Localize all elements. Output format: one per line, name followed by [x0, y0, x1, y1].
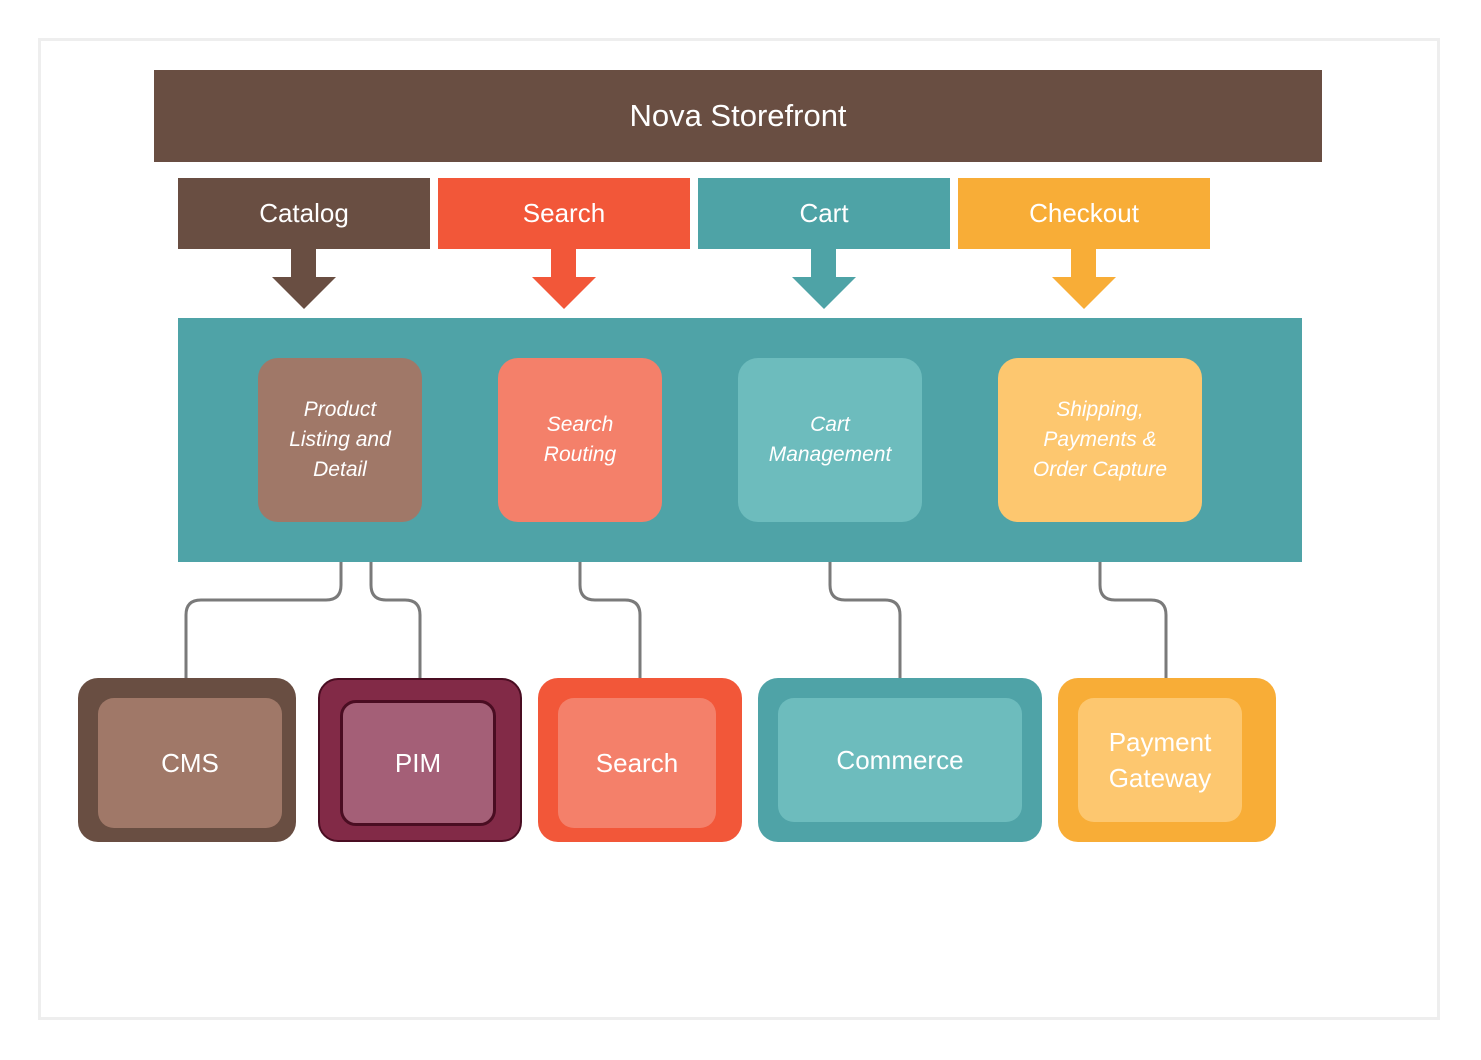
connector-routing-to-search [578, 520, 642, 680]
module-product-listing-label: Product Listing and Detail [289, 398, 391, 481]
cart-down-arrow [792, 249, 856, 309]
system-pim-inner: PIM [340, 700, 496, 826]
system-cms-label: CMS [161, 748, 219, 778]
tab-catalog: Catalog [178, 178, 430, 249]
connector-product-to-cms [184, 520, 343, 680]
module-shipping-payments: Shipping, Payments & Order Capture [998, 358, 1202, 522]
connector-shipping-to-payment [1098, 520, 1168, 680]
system-payment-gateway-inner: Payment Gateway [1078, 698, 1242, 822]
connector-product-to-pim [369, 520, 422, 680]
system-cms-inner: CMS [98, 698, 282, 828]
connector-cart-to-commerce [828, 520, 902, 680]
search-down-arrow [532, 249, 596, 309]
tab-checkout-label: Checkout [1029, 198, 1139, 228]
module-search-routing: Search Routing [498, 358, 662, 522]
system-pim-label: PIM [394, 748, 442, 778]
banner-title: Nova Storefront [629, 98, 847, 133]
module-shipping-payments-label: Shipping, Payments & Order Capture [1032, 398, 1168, 481]
system-search: Search [538, 678, 742, 842]
system-commerce-label: Commerce [836, 745, 964, 775]
system-cms: CMS [78, 678, 296, 842]
tab-search: Search [438, 178, 690, 249]
diagram-frame [38, 38, 1440, 1020]
system-search-inner: Search [558, 698, 716, 828]
title-banner: Nova Storefront [154, 70, 1322, 162]
module-cart-management-label: Cart Management [768, 413, 892, 466]
system-commerce-inner: Commerce [778, 698, 1022, 822]
tab-catalog-label: Catalog [259, 198, 349, 228]
tab-checkout: Checkout [958, 178, 1210, 249]
system-commerce: Commerce [758, 678, 1042, 842]
system-payment-gateway: Payment Gateway [1058, 678, 1276, 842]
system-pim: PIM [318, 678, 522, 842]
checkout-down-arrow [1052, 249, 1116, 309]
system-search-label: Search [595, 748, 679, 778]
system-payment-gateway-label: Payment Gateway [1108, 727, 1212, 793]
module-search-routing-label: Search Routing [543, 413, 617, 466]
tab-search-label: Search [522, 198, 606, 228]
catalog-down-arrow [272, 249, 336, 309]
module-cart-management: Cart Management [738, 358, 922, 522]
tab-cart-label: Cart [799, 198, 849, 228]
module-product-listing: Product Listing and Detail [258, 358, 422, 522]
tab-cart: Cart [698, 178, 950, 249]
